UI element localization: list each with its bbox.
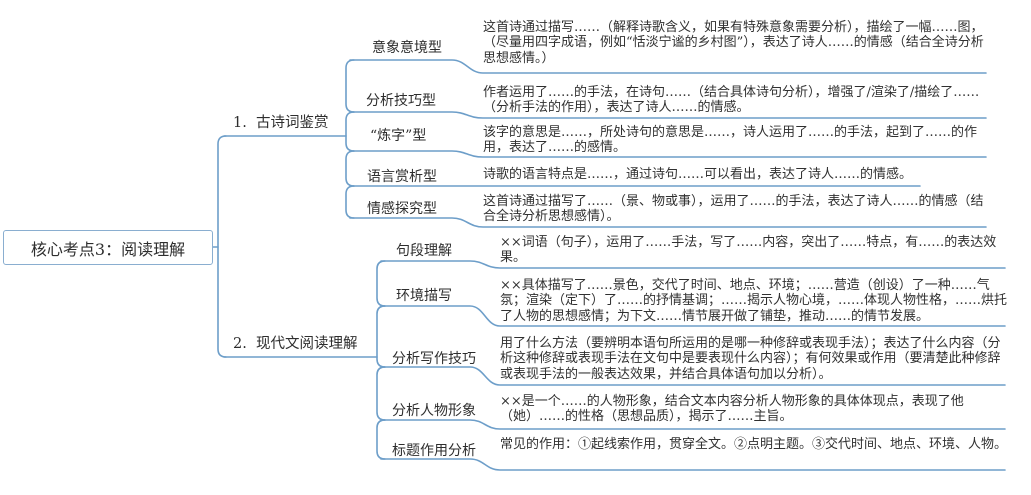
- root-node[interactable]: 核心考点3：阅读理解: [3, 230, 213, 265]
- leaf-node-imagery-mood[interactable]: 意象意境型: [372, 40, 442, 56]
- leaf-node-character-analysis[interactable]: 分析人物形象: [392, 403, 476, 419]
- detail-node-word-refining[interactable]: 该字的意思是……，所处诗句的意思是……，诗人运用了……的手法，起到了……的作用，…: [483, 125, 978, 156]
- detail-node-character-analysis[interactable]: ××是一个……的人物形象，结合文本内容分析人物形象的具体体现点，表现了他（她）……: [500, 394, 964, 425]
- detail-node-emotion-exploration[interactable]: 这首诗通过描写了……（景、物或事），运用了……的手法，表达了诗人……的情感（结合…: [483, 194, 984, 225]
- branch-node-poetry[interactable]: 1. 古诗词鉴赏: [233, 115, 329, 131]
- detail-node-environment-description[interactable]: ××具体描写了……景色，交代了时间、地点、环境；……营造（创设）了一种……气氛；…: [500, 278, 1008, 324]
- leaf-node-technique-analysis[interactable]: 分析技巧型: [366, 93, 436, 109]
- detail-node-imagery-mood[interactable]: 这首诗通过描写……（解释诗歌含义，如果有特殊意象需要分析），描绘了一幅……图，（…: [483, 20, 984, 66]
- trunk-line: [217, 135, 227, 358]
- leaf-node-environment-description[interactable]: 环境描写: [396, 288, 452, 304]
- leaf-node-writing-skill-analysis[interactable]: 分析写作技巧: [392, 351, 476, 367]
- leaf-node-word-refining[interactable]: “炼字”型: [370, 128, 427, 144]
- leaf-node-sentence-paragraph[interactable]: 句段理解: [396, 243, 452, 259]
- detail-node-writing-skill-analysis[interactable]: 用了什么方法（要辨明本语句所运用的是哪一种修辞或表现手法）；表达了什么内容（分析…: [500, 336, 1001, 382]
- leaf-node-emotion-exploration[interactable]: 情感探究型: [367, 201, 437, 217]
- detail-node-technique-analysis[interactable]: 作者运用了……的手法，在诗句……（结合具体诗句分析），增强了/渲染了/描绘了………: [483, 85, 980, 116]
- leaf-node-language-appreciation[interactable]: 语言赏析型: [367, 169, 437, 185]
- detail-node-language-appreciation[interactable]: 诗歌的语言特点是……，通过诗句……可以看出，表达了诗人……的情感。: [483, 167, 913, 182]
- detail-node-title-function-analysis[interactable]: 常见的作用：①起线索作用，贯穿全文。②点明主题。③交代时间、地点、环境、人物。: [500, 437, 1008, 452]
- leaf-node-title-function-analysis[interactable]: 标题作用分析: [392, 443, 476, 459]
- branch-node-modern-text[interactable]: 2. 现代文阅读理解: [233, 336, 358, 352]
- detail-node-sentence-paragraph[interactable]: ××词语（句子），运用了……手法，写了……内容，突出了……特点，有……的表达效果…: [500, 235, 997, 266]
